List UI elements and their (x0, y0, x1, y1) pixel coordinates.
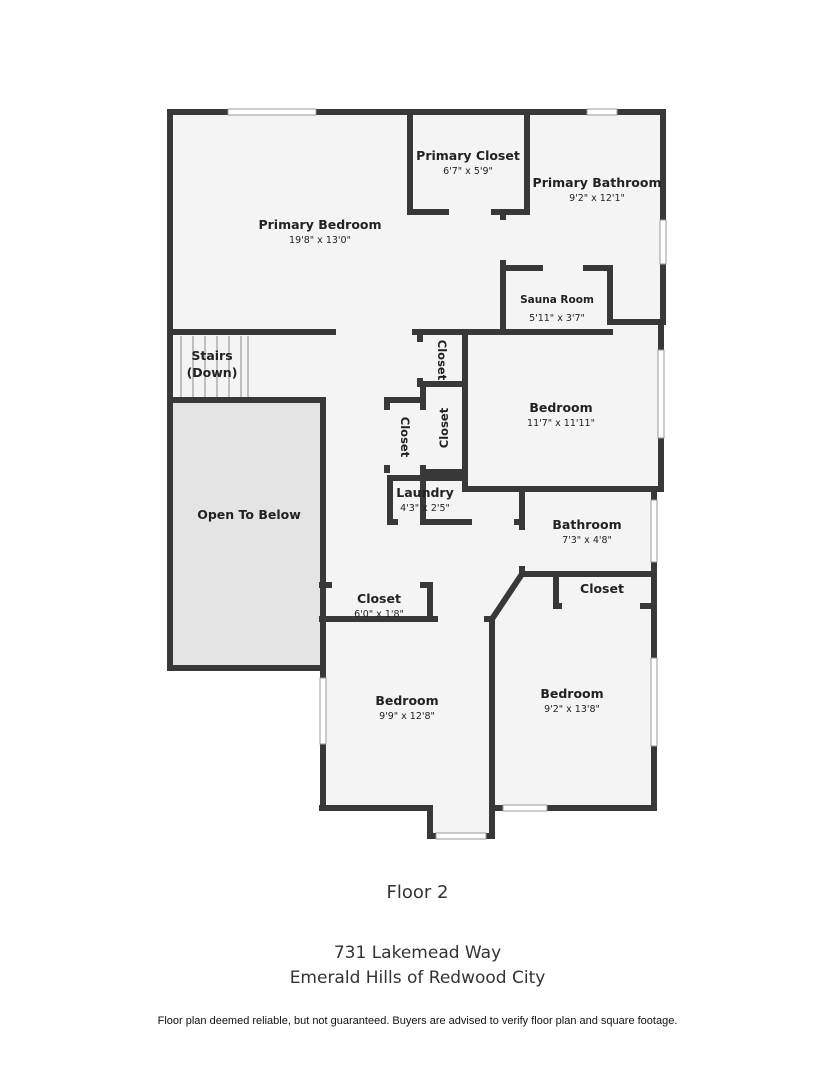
stairs-direction-label: (Down) (187, 365, 238, 380)
primary-bedroom-label: Primary Bedroom (258, 217, 381, 232)
disclaimer: Floor plan deemed reliable, but not guar… (157, 1015, 678, 1027)
floor-fill (170, 112, 663, 836)
windows (227, 108, 667, 840)
primary-bedroom-dim: 19'8" x 13'0" (289, 235, 351, 246)
bedroom-se-label: Bedroom (540, 686, 603, 701)
stairs-symbol (180, 336, 249, 397)
room-labels: Primary Closet 6'7" x 5'9" Primary Bathr… (187, 148, 662, 722)
bedroom-east-dim: 11'7" x 11'11" (527, 418, 595, 429)
primary-closet-label: Primary Closet (416, 148, 520, 163)
primary-closet-dim: 6'7" x 5'9" (443, 166, 493, 177)
closet-upper-label: Closet (435, 340, 449, 381)
bathroom-dim: 7'3" x 4'8" (562, 535, 612, 546)
bedroom-east-label: Bedroom (529, 400, 592, 415)
closet-hall-label: Closet (357, 591, 401, 606)
laundry-dim: 4'3" x 2'5" (400, 503, 450, 514)
address-line-1: 731 Lakemead Way (333, 943, 502, 963)
open-to-below-area (172, 402, 322, 668)
closet-left-label: Closet (398, 417, 412, 458)
bedroom-se-dim: 9'2" x 13'8" (544, 704, 600, 715)
open-to-below-label: Open To Below (197, 507, 301, 522)
laundry-label: Laundry (396, 485, 453, 500)
address-line-2: Emerald Hills of Redwood City (289, 968, 546, 988)
sauna-room-label: Sauna Room (520, 294, 594, 306)
bathroom-label: Bathroom (552, 517, 621, 532)
primary-bathroom-label: Primary Bathroom (533, 175, 662, 190)
bedroom-sw-label: Bedroom (375, 693, 438, 708)
floor-title: Floor 2 (386, 882, 449, 903)
closet-se-label: Closet (580, 581, 624, 596)
stairs-label: Stairs (191, 348, 232, 363)
bedroom-sw-dim: 9'9" x 12'8" (379, 711, 435, 722)
door-openings (332, 209, 640, 623)
primary-bathroom-dim: 9'2" x 12'1" (569, 193, 625, 204)
closet-hall-dim: 6'0" x 1'8" (354, 609, 404, 620)
closet-right-label: Closet (437, 407, 451, 448)
sauna-room-dim: 5'11" x 3'7" (529, 313, 585, 324)
